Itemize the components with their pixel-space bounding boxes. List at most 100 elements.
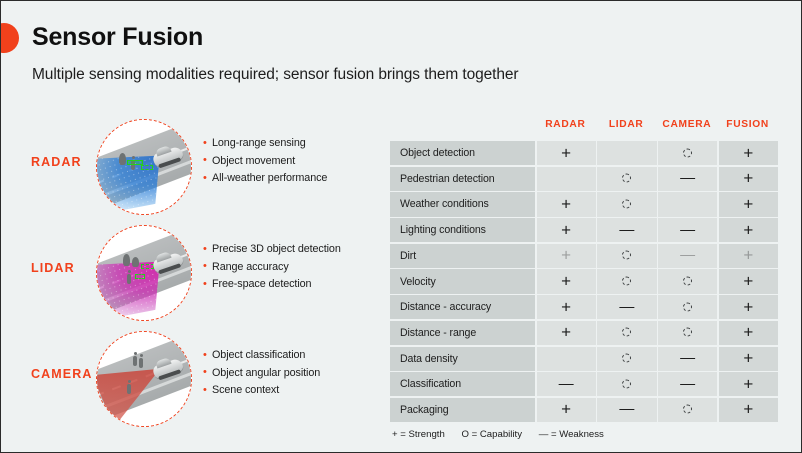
capability-circle-icon [622, 276, 632, 286]
table-cell-radar [536, 346, 596, 371]
table-cell-camera: — [658, 243, 718, 268]
table-legend: + = Strength O = Capability — = Weakness [390, 429, 778, 440]
table-cell-camera [658, 141, 718, 166]
strength-plus-icon: + [561, 297, 572, 317]
table-cell-lidar [597, 269, 657, 294]
table-row-label: Pedestrian detection [390, 166, 535, 191]
table-header-radar: RADAR [545, 119, 586, 130]
sensor-comparison-table: RADAR LIDAR CAMERA FUSION Object detecti… [390, 119, 778, 440]
table-cell-fusion: + [718, 372, 778, 397]
capability-circle-icon [622, 327, 632, 337]
list-item: Long-range sensing [203, 137, 383, 150]
strength-plus-icon: + [743, 143, 754, 163]
strength-plus-icon: + [743, 220, 754, 240]
weakness-minus-icon: — [619, 221, 635, 239]
weakness-minus-icon: — [680, 375, 696, 393]
table-cell-fusion: + [718, 166, 778, 191]
capability-circle-icon [683, 404, 693, 414]
strength-plus-icon: + [561, 399, 572, 419]
capability-circle-icon [622, 173, 632, 183]
table-cell-lidar [597, 320, 657, 345]
capability-circle-icon [683, 302, 693, 312]
table-cell-fusion: + [718, 243, 778, 268]
table-cell-fusion: + [718, 218, 778, 243]
table-cell-camera [658, 397, 718, 423]
table-cell-lidar [597, 346, 657, 371]
table-cell-camera [658, 192, 718, 217]
table-cell-camera: — [658, 218, 718, 243]
table-cell-camera: — [658, 372, 718, 397]
table-cell-lidar: — [597, 295, 657, 320]
table-cell-radar: + [536, 397, 596, 423]
legend-strength: + = Strength [392, 429, 445, 441]
table-cell-radar: + [536, 295, 596, 320]
modality-label-radar: RADAR [31, 155, 82, 169]
table-row-label: Velocity [390, 269, 535, 294]
strength-plus-icon: + [561, 322, 572, 342]
modality-label-camera: CAMERA [31, 367, 93, 381]
strength-plus-icon: + [743, 194, 754, 214]
strength-plus-icon: + [561, 245, 572, 265]
table-header-fusion: FUSION [726, 119, 769, 130]
table-row: Classification——+ [390, 372, 778, 397]
table-cell-radar [536, 166, 596, 191]
table-row: Distance - range + + [390, 320, 778, 345]
table-row: Data density—+ [390, 346, 778, 371]
radar-scene-illustration [96, 119, 192, 215]
strength-plus-icon: + [743, 374, 754, 394]
bullet-list-lidar: Precise 3D object detection Range accura… [203, 243, 383, 296]
strength-plus-icon: + [561, 271, 572, 291]
table-cell-lidar [597, 141, 657, 166]
strength-plus-icon: + [561, 143, 572, 163]
table-row: Pedestrian detection — + [390, 166, 778, 191]
table-cell-fusion: + [718, 192, 778, 217]
capability-circle-icon [622, 353, 632, 363]
table-row: Lighting conditions+——+ [390, 218, 778, 243]
table-row: Weather conditions++ [390, 192, 778, 217]
weakness-minus-icon: — [619, 298, 635, 316]
strength-plus-icon: + [743, 245, 754, 265]
capability-circle-icon [683, 276, 693, 286]
strength-plus-icon: + [743, 348, 754, 368]
table-cell-lidar: — [597, 397, 657, 423]
table-row-label: Packaging [390, 397, 535, 423]
table-row: Dirt + — + [390, 243, 778, 268]
list-item: All-weather performance [203, 172, 383, 185]
modality-label-lidar: LIDAR [31, 261, 75, 275]
table-cell-radar: + [536, 320, 596, 345]
table-body: Object detection++Pedestrian detection—+… [390, 141, 778, 423]
table-cell-camera [658, 320, 718, 345]
table-cell-camera: — [658, 346, 718, 371]
strength-plus-icon: + [743, 322, 754, 342]
table-cell-lidar [597, 243, 657, 268]
list-item: Object angular position [203, 366, 383, 379]
lidar-scene-illustration [96, 225, 192, 321]
table-row: Packaging + — + [390, 397, 778, 423]
strength-plus-icon: + [743, 297, 754, 317]
camera-scene-illustration [96, 331, 192, 427]
table-row: Distance - accuracy+—+ [390, 295, 778, 320]
table-row-label: Distance - range [390, 320, 535, 345]
page-title: Sensor Fusion [32, 23, 204, 51]
accent-dot-icon [1, 23, 19, 53]
table-cell-radar: + [536, 269, 596, 294]
strength-plus-icon: + [743, 399, 754, 419]
bullet-list-radar: Long-range sensing Object movement All-w… [203, 137, 383, 190]
table-row-label: Dirt [390, 243, 535, 268]
weakness-minus-icon: — [680, 221, 696, 239]
weakness-minus-icon: — [680, 246, 696, 264]
table-cell-lidar [597, 192, 657, 217]
capability-circle-icon [683, 148, 693, 158]
table-cell-camera: — [658, 166, 718, 191]
list-item: Range accuracy [203, 260, 383, 273]
table-cell-fusion: + [718, 269, 778, 294]
table-cell-radar: + [536, 218, 596, 243]
table-cell-radar: — [536, 372, 596, 397]
table-cell-fusion: + [718, 346, 778, 371]
strength-plus-icon: + [561, 220, 572, 240]
weakness-minus-icon: — [558, 375, 574, 393]
weakness-minus-icon: — [680, 169, 696, 187]
table-cell-radar: + [536, 243, 596, 268]
table-header-camera: CAMERA [662, 119, 712, 130]
list-item: Object movement [203, 154, 383, 167]
